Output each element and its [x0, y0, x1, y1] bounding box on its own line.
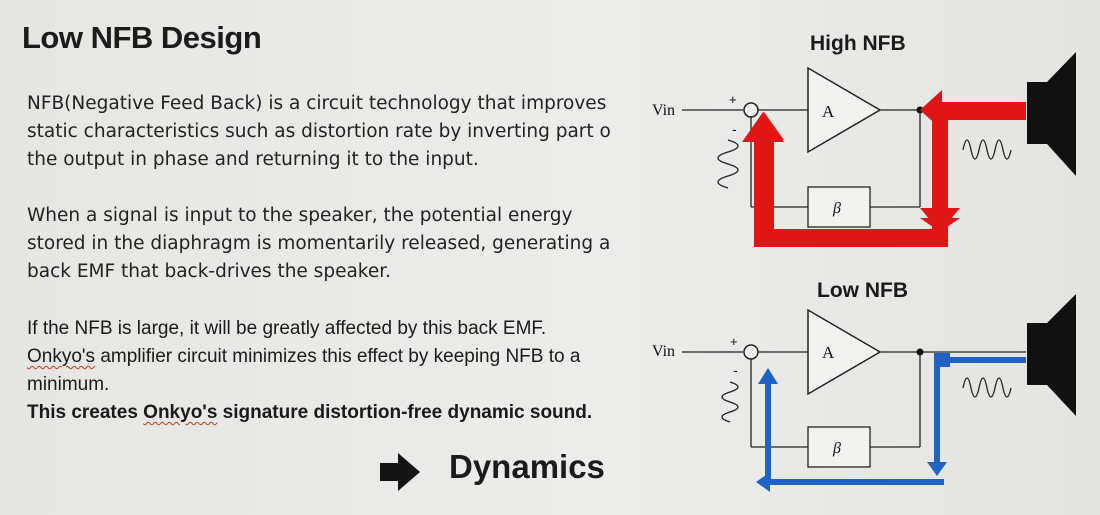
text-line: When a signal is input to the speaker, t… [27, 205, 573, 226]
page-title: Low NFB Design [22, 20, 262, 55]
text-line: the output in phase and returning it to … [27, 149, 479, 170]
high-nfb-back-emf-path [744, 103, 1026, 247]
amp-label: A [822, 343, 835, 362]
text-line: NFB(Negative Feed Back) is a circuit tec… [27, 93, 607, 114]
waveform-icon [962, 377, 1012, 398]
beta-label: β [832, 440, 841, 457]
amplifier [807, 66, 882, 154]
beta-label: β [832, 200, 841, 217]
text-line: minimum. [27, 374, 110, 395]
text-line: Onkyo's amplifier circuit minimizes this… [27, 343, 592, 371]
waveform-icon [721, 381, 739, 423]
amp-label: A [822, 102, 835, 121]
waveform-icon [962, 139, 1012, 160]
right-arrow-icon [380, 453, 420, 491]
arrow-head [920, 90, 1026, 130]
minus-sign: - [732, 121, 737, 137]
waveform-icon [717, 139, 739, 189]
text-line: static characteristics such as distortio… [27, 121, 611, 142]
text-span: signature distortion-free dynamic sound. [217, 402, 593, 423]
brand-name: Onkyo's [143, 402, 218, 423]
plus-sign: + [729, 92, 737, 107]
paragraph-back-emf: When a signal is input to the speaker, t… [27, 202, 610, 286]
speaker-icon [1027, 82, 1047, 144]
text-span: This creates [27, 402, 144, 423]
summing-junction [743, 344, 759, 360]
text-line: If the NFB is large, it will be greatly … [27, 318, 547, 339]
brand-name: Onkyo's [27, 346, 96, 367]
plus-sign: + [730, 334, 738, 349]
text-span: amplifier circuit minimizes this effect … [95, 346, 581, 367]
text-line: stored in the diaphragm is momentarily r… [27, 233, 611, 254]
amplifier [807, 308, 882, 396]
nfb-diagrams: Vin + - A β Vin + - [652, 52, 1076, 492]
low-nfb-title: Low NFB [817, 279, 908, 302]
low-nfb-circuit: Vin + - A β [652, 294, 1076, 492]
text-line: back EMF that back-drives the speaker. [27, 261, 392, 282]
low-nfb-back-emf-path [756, 353, 1026, 492]
high-nfb-title: High NFB [810, 32, 906, 55]
speaker-icon [1027, 323, 1047, 385]
vin-label: Vin [652, 343, 675, 360]
paragraph-onkyo: If the NFB is large, it will be greatly … [27, 315, 592, 427]
minus-sign: - [733, 362, 738, 378]
dynamics-label: Dynamics [449, 448, 605, 485]
vin-label: Vin [652, 102, 675, 119]
summing-junction [743, 102, 759, 118]
text-line-emphasis: This creates Onkyo's signature distortio… [27, 399, 592, 427]
feedback-block [807, 426, 871, 468]
paragraph-nfb-definition: NFB(Negative Feed Back) is a circuit tec… [27, 90, 611, 174]
high-nfb-circuit: Vin + - A β [652, 52, 1076, 247]
